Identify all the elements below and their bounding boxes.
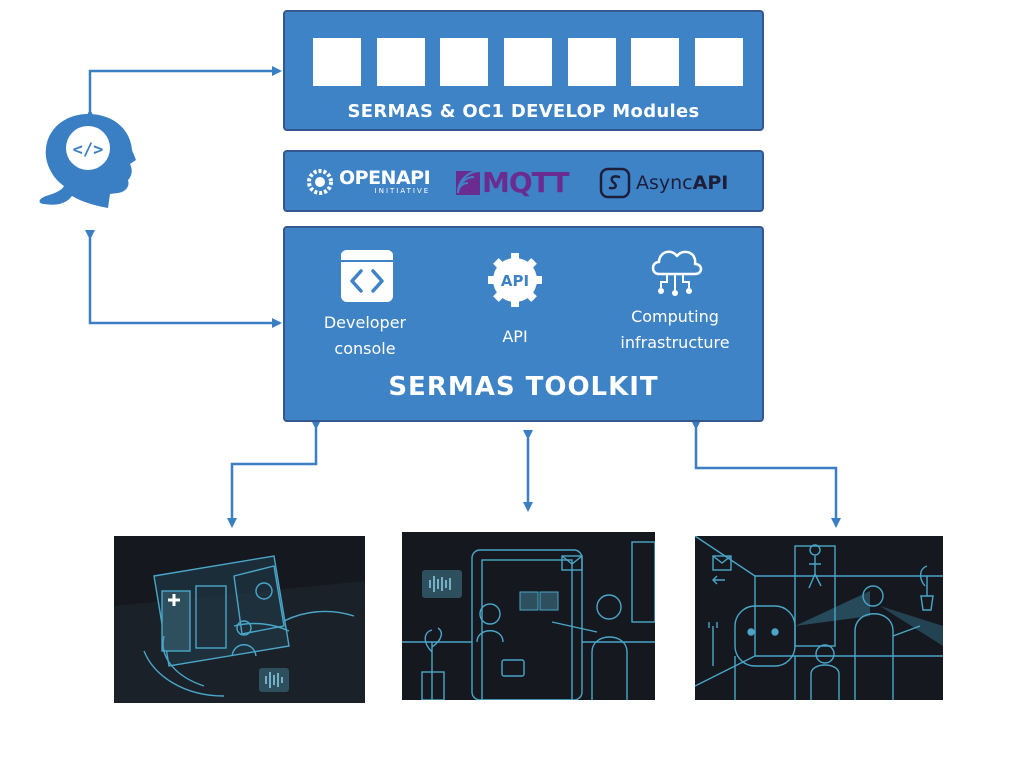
asyncapi-suffix: API	[692, 172, 729, 194]
cloud-network-icon[interactable]	[647, 244, 703, 298]
mqtt-logo: MQTT	[455, 166, 570, 199]
module-slot[interactable]	[377, 38, 425, 86]
toolkit-title: SERMAS TOOLKIT	[388, 372, 659, 402]
arrow-head-modules	[85, 66, 282, 119]
arrow-head-toolkit	[85, 230, 282, 328]
openapi-name: OPENAPI	[339, 167, 431, 189]
module-slot[interactable]	[568, 38, 616, 86]
arrow-scene-left	[227, 420, 321, 528]
code-brackets-icon[interactable]	[339, 248, 395, 304]
api-gear-icon[interactable]: API	[485, 250, 545, 310]
openapi-logo: OPENAPI INITIATIVE	[303, 165, 431, 199]
kiosk-scene-illustration	[402, 532, 655, 700]
robot-scene-illustration	[695, 536, 943, 700]
scene-robot-room	[695, 536, 943, 700]
computing-label: Computing infrastructure	[620, 307, 730, 352]
module-slot[interactable]	[695, 38, 743, 86]
module-slot[interactable]	[631, 38, 679, 86]
module-slot[interactable]	[440, 38, 488, 86]
scene-ar-document	[114, 536, 365, 703]
modules-title: SERMAS & OC1 DEVELOP Modules	[347, 101, 700, 122]
mqtt-name: MQTT	[482, 166, 570, 199]
module-slot[interactable]	[504, 38, 552, 86]
ar-scene-illustration	[114, 536, 365, 703]
openapi-sub: INITIATIVE	[374, 187, 431, 195]
modules-panel: SERMAS & OC1 DEVELOP Modules	[283, 10, 764, 131]
arrow-scene-right	[691, 420, 841, 528]
svg-text:</>: </>	[73, 140, 104, 160]
toolkit-panel: Developer console API API Computing infr…	[283, 226, 764, 422]
asyncapi-prefix: Async	[636, 172, 693, 194]
developer-console-label: Developer console	[323, 313, 407, 358]
api-badge-text: API	[501, 272, 529, 290]
scene-kiosk-avatar	[402, 532, 655, 700]
api-label: API	[502, 327, 528, 346]
module-slot[interactable]	[313, 38, 361, 86]
mqtt-logo-icon	[456, 169, 481, 195]
asyncapi-logo-icon	[599, 167, 631, 199]
openapi-logo-icon	[307, 169, 333, 195]
